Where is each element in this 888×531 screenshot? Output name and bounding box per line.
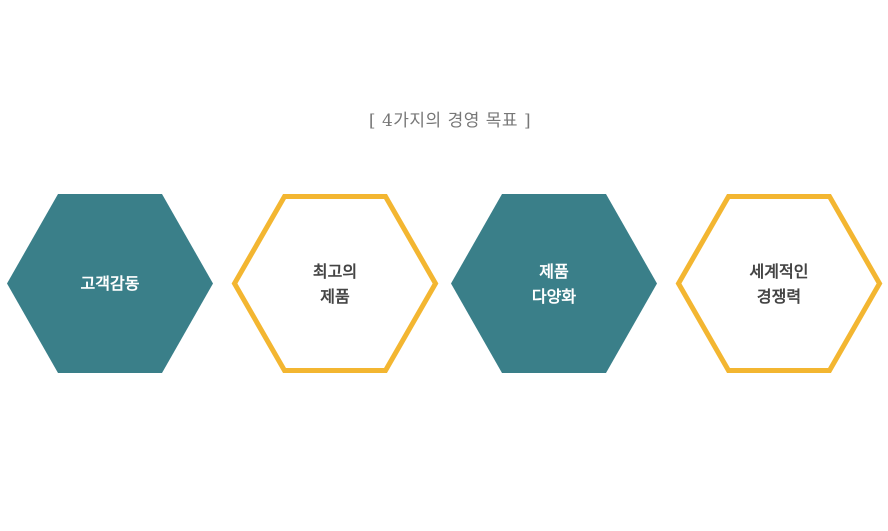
hexagon-shape [451,194,657,373]
goal-label-line: 세계적인 [749,261,809,281]
goal-label: 제품 다양화 [450,193,658,374]
goal-label-line: 다양화 [531,286,577,306]
goal-label-line: 최고의 [312,261,358,281]
goal-hexagon-global-competitiveness: 세계적인 경쟁력 [675,193,883,374]
goal-hexagon-customer-satisfaction: 고객감동 [6,193,214,374]
goal-hexagon-product-diversification: 제품 다양화 [450,193,658,374]
goal-label-line: 제품 [539,261,569,281]
hexagon-shape [7,194,213,373]
goal-label: 최고의 제품 [231,193,439,374]
goal-label: 고객감동 [6,193,214,374]
diagram-title: [ 4가지의 경영 목표 ] [368,111,532,131]
hexagon-shape [231,194,439,373]
goal-label-line: 고객감동 [80,274,140,293]
goal-label-line: 경쟁력 [756,286,802,306]
goal-label-line: 제품 [320,286,350,306]
goal-hexagon-best-product: 최고의 제품 [231,193,439,374]
hexagon-shape [675,194,883,373]
goal-label: 세계적인 경쟁력 [675,193,883,374]
